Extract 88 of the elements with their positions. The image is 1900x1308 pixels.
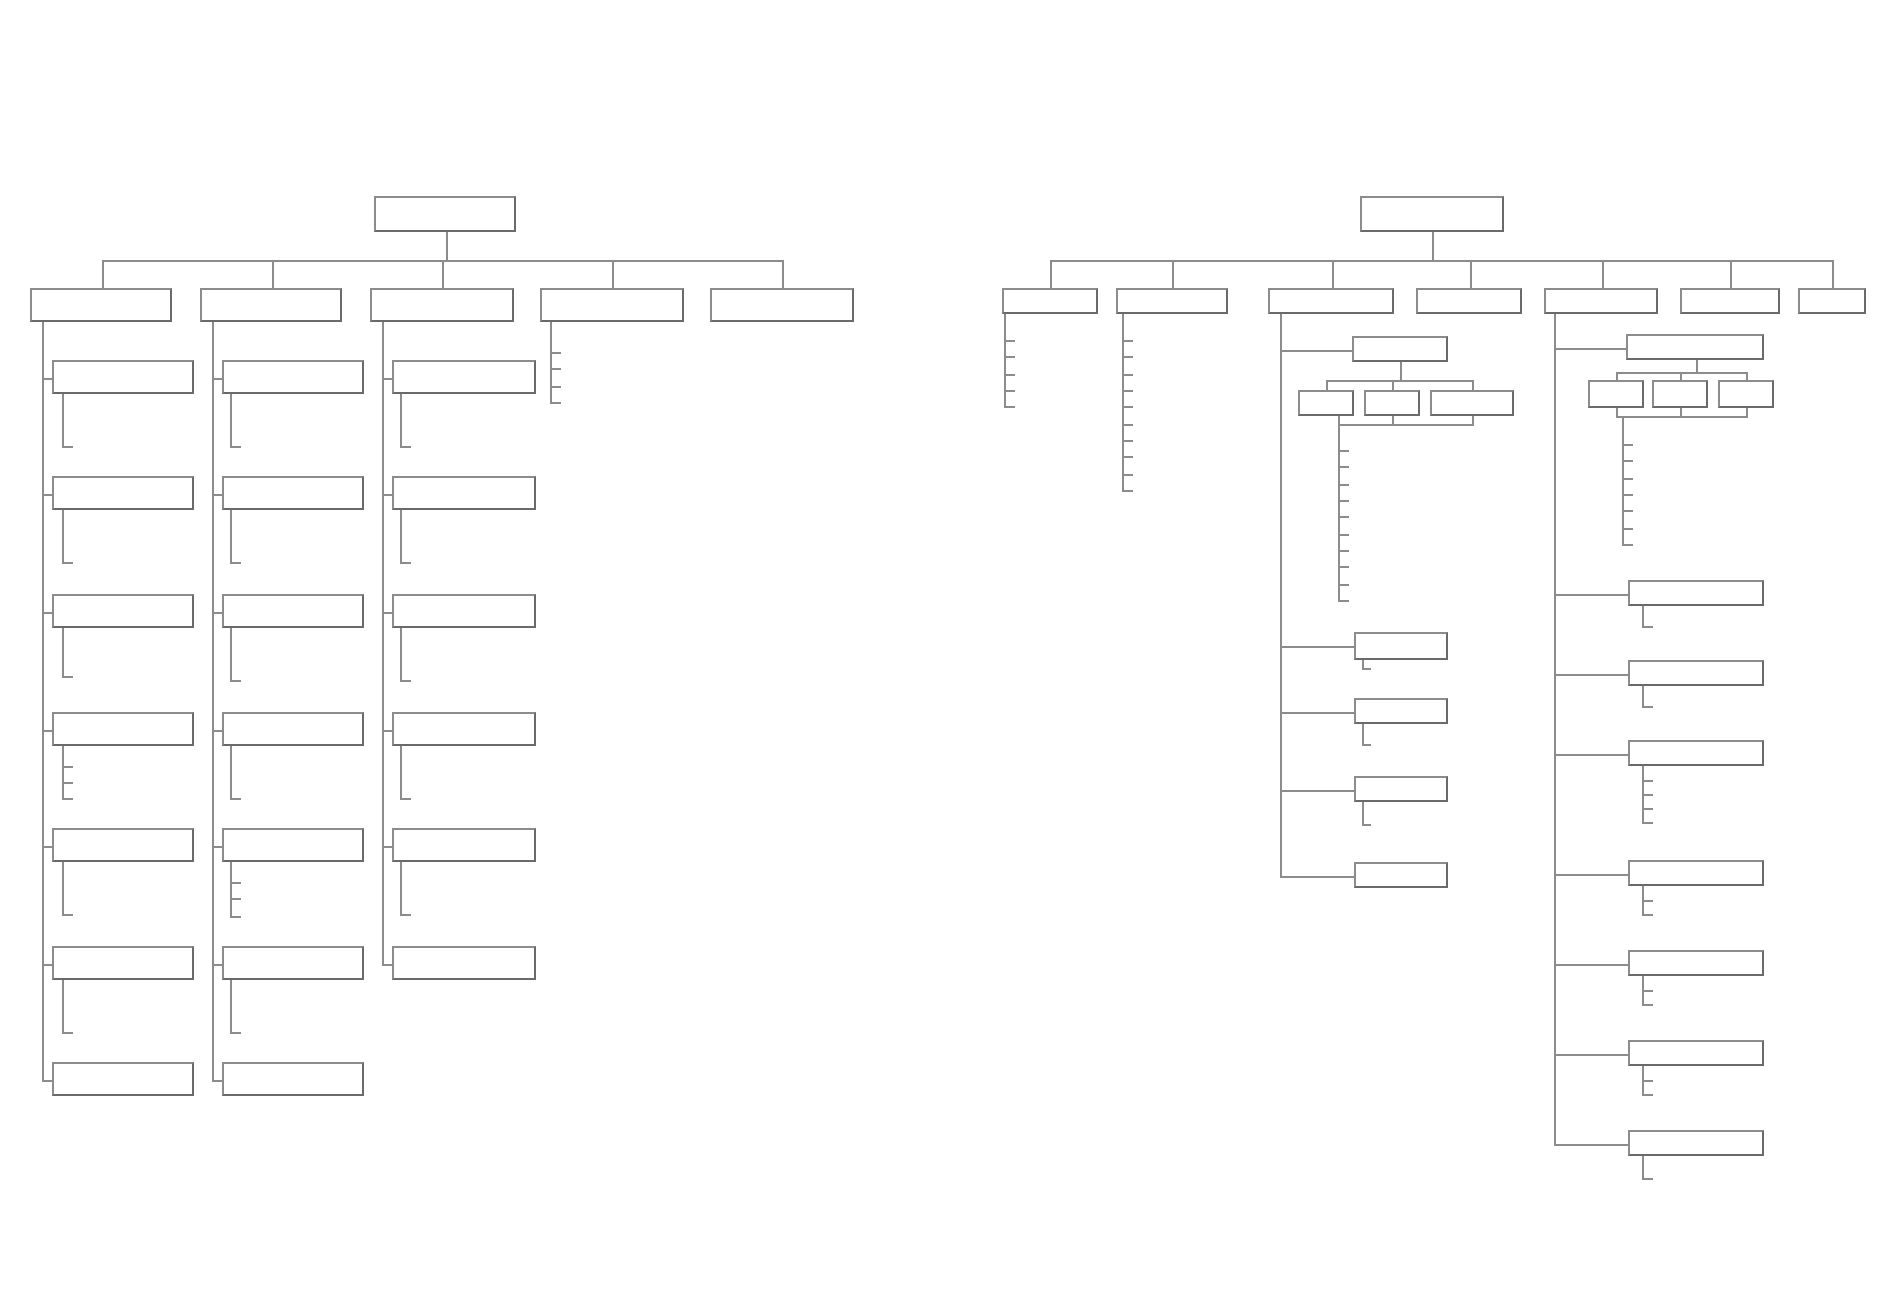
connector-line xyxy=(62,393,74,448)
menu-box xyxy=(222,360,364,394)
menu-box xyxy=(1628,1040,1764,1066)
connector-line xyxy=(550,321,562,404)
connector-line xyxy=(1362,801,1372,826)
menu-box xyxy=(1430,390,1514,416)
menu-box xyxy=(392,712,536,746)
connector-line xyxy=(1696,359,1748,381)
menu-box xyxy=(370,288,514,322)
menu-box xyxy=(392,594,536,628)
connector-line xyxy=(62,745,74,800)
menu-box xyxy=(222,594,364,628)
connector-line xyxy=(400,393,412,448)
menu-box xyxy=(222,712,364,746)
connector-line xyxy=(230,627,242,682)
connector-line xyxy=(400,627,412,682)
menu-box xyxy=(1364,390,1420,416)
connector-line xyxy=(446,231,784,289)
connector-line xyxy=(1642,685,1654,708)
menu-box xyxy=(1628,660,1764,686)
connector-line xyxy=(1362,723,1372,746)
menu-box xyxy=(1628,860,1764,886)
menu-box xyxy=(1416,288,1522,314)
menu-box xyxy=(1718,380,1774,408)
menu-box xyxy=(1544,288,1658,314)
menu-box xyxy=(1354,632,1448,660)
menu-box xyxy=(1680,288,1780,314)
connector-line xyxy=(230,509,242,564)
connector-line xyxy=(62,861,74,916)
connector-line xyxy=(1004,313,1016,408)
connector-line xyxy=(1642,1065,1654,1096)
connector-line xyxy=(1280,313,1355,878)
menu-box xyxy=(1268,288,1394,314)
connector-line xyxy=(1432,231,1834,289)
connector-line xyxy=(1642,885,1654,916)
menu-box xyxy=(1298,390,1354,416)
menu-box xyxy=(52,1062,194,1096)
menu-box xyxy=(710,288,854,322)
menu-box xyxy=(392,828,536,862)
menu-box xyxy=(1652,380,1708,408)
menu-box xyxy=(540,288,684,322)
menu-box xyxy=(200,288,342,322)
menu-box xyxy=(374,196,516,232)
connector-line xyxy=(1642,765,1654,824)
menu-box xyxy=(1588,380,1644,408)
menu-box xyxy=(1354,776,1448,802)
connector-line xyxy=(400,745,412,800)
connector-line xyxy=(1362,659,1372,670)
menu-box xyxy=(222,828,364,862)
menu-box xyxy=(222,1062,364,1096)
menu-box xyxy=(392,946,536,980)
menu-box xyxy=(392,476,536,510)
connector-line xyxy=(230,393,242,448)
connector-line xyxy=(230,745,242,800)
menu-box xyxy=(1002,288,1098,314)
menu-box xyxy=(1352,336,1448,362)
menu-box xyxy=(1628,580,1764,606)
menu-box xyxy=(52,476,194,510)
menu-box xyxy=(1628,950,1764,976)
connector-line xyxy=(400,509,412,564)
connector-line xyxy=(382,321,393,966)
menu-box xyxy=(1798,288,1866,314)
menu-box xyxy=(392,360,536,394)
connector-line xyxy=(1642,1155,1654,1180)
menu-box xyxy=(1354,862,1448,888)
menu-box xyxy=(52,712,194,746)
connector-line xyxy=(62,509,74,564)
menu-box xyxy=(1626,334,1764,360)
connector-line xyxy=(400,861,412,916)
menu-box xyxy=(52,828,194,862)
menu-box xyxy=(222,476,364,510)
connector-line xyxy=(62,979,74,1034)
connector-line xyxy=(62,627,74,678)
connector-line xyxy=(1642,975,1654,1006)
menu-box xyxy=(52,360,194,394)
menu-box xyxy=(52,594,194,628)
menu-box xyxy=(1628,1130,1764,1156)
menu-box xyxy=(222,946,364,980)
menu-box xyxy=(30,288,172,322)
connector-line xyxy=(1400,361,1474,391)
connector-line xyxy=(1642,605,1654,628)
menu-box xyxy=(1628,740,1764,766)
connector-line xyxy=(230,861,242,918)
connector-line xyxy=(230,979,242,1034)
menu-box xyxy=(1116,288,1228,314)
menu-box xyxy=(52,946,194,980)
menu-box xyxy=(1360,196,1504,232)
menu-box xyxy=(1354,698,1448,724)
